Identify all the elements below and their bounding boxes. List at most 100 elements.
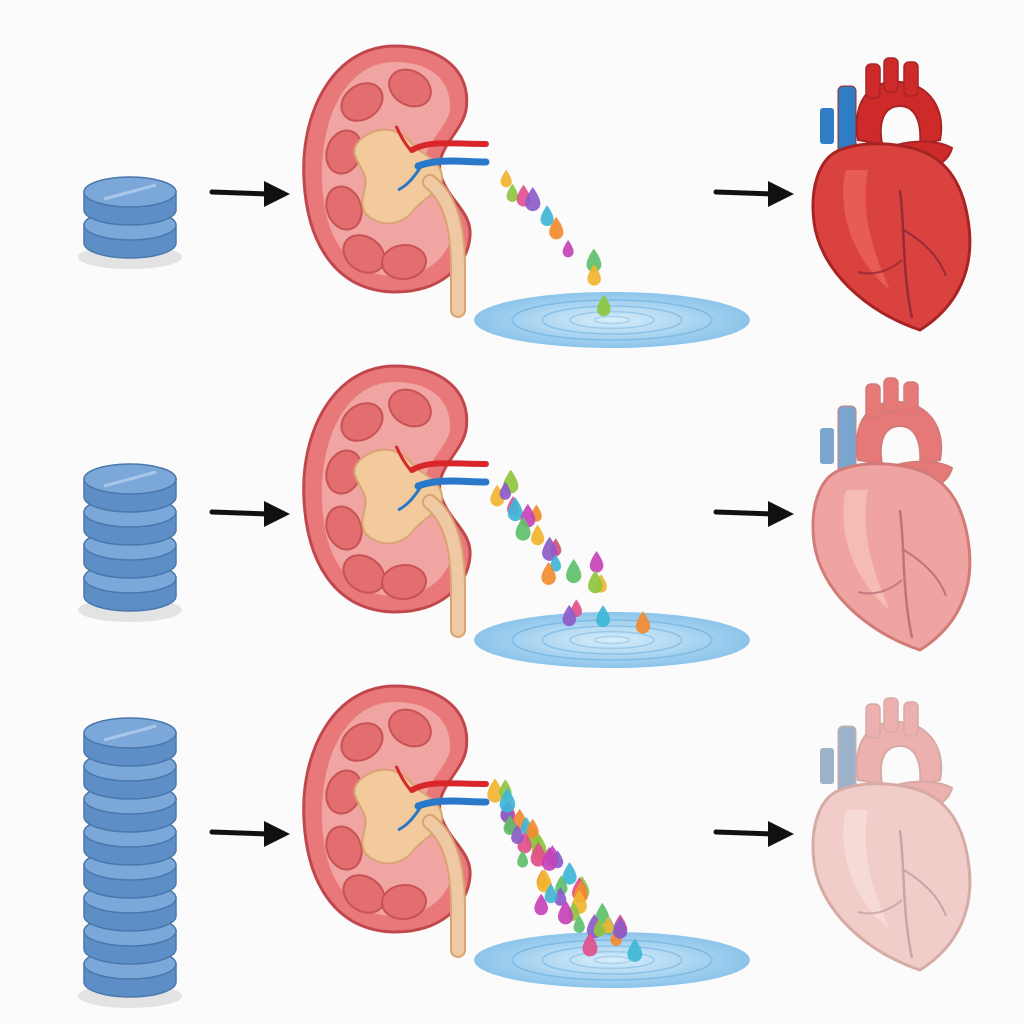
renal-vein xyxy=(414,797,490,810)
arrow-right-icon xyxy=(209,181,290,207)
arrow-shaft xyxy=(713,509,775,517)
droplet-icon xyxy=(596,605,610,628)
vein-branch xyxy=(397,167,422,192)
droplet-icon xyxy=(540,205,554,227)
droplet-icon xyxy=(525,186,541,212)
renal-pelvis xyxy=(353,128,444,225)
tablet xyxy=(83,463,177,513)
ripple xyxy=(511,299,713,341)
heart-icon xyxy=(811,57,972,332)
coronary-branch xyxy=(903,229,947,277)
vein-branch xyxy=(397,807,422,832)
droplet-stream xyxy=(500,169,611,317)
droplet-icon xyxy=(537,868,552,893)
coronary-branch xyxy=(903,869,947,917)
droplet-icon xyxy=(588,570,603,594)
droplet-icon xyxy=(534,893,548,916)
superior-vena-cava xyxy=(820,108,834,144)
droplet-icon xyxy=(587,264,601,286)
arrow-shaft xyxy=(713,189,775,197)
arrow-head xyxy=(768,501,794,527)
droplet-icon xyxy=(596,294,611,317)
artery-branch xyxy=(394,765,414,793)
arrow-head xyxy=(264,821,290,847)
renal-vein xyxy=(414,157,490,170)
coronary-vessel xyxy=(898,189,914,319)
coronary-vessel xyxy=(898,829,914,959)
droplet-icon xyxy=(500,169,512,188)
droplet-icon xyxy=(531,524,545,546)
kidney-pyramid xyxy=(325,185,363,231)
ripple xyxy=(541,305,683,335)
ripple xyxy=(569,630,655,650)
droplet-icon xyxy=(487,778,503,803)
kidney-pyramid xyxy=(381,243,427,281)
aortic-branch xyxy=(903,61,919,97)
droplet-icon xyxy=(613,916,628,939)
heart-icon xyxy=(811,377,972,652)
arrow-right-icon xyxy=(713,181,794,207)
heart-icon xyxy=(811,697,972,972)
ripple xyxy=(593,315,631,325)
diagram-rows xyxy=(78,44,972,1008)
aortic-branch xyxy=(903,381,919,417)
arrow-shaft xyxy=(713,829,775,837)
aortic-branch xyxy=(865,703,881,739)
ripple xyxy=(593,635,631,645)
kidney-pyramid xyxy=(388,708,432,748)
tablet-score-line xyxy=(103,470,157,488)
droplet-icon xyxy=(562,862,577,885)
kidney-pyramid xyxy=(325,505,363,551)
arrow-shaft xyxy=(209,509,271,517)
heart-body xyxy=(811,782,972,972)
tablet-score-line xyxy=(103,724,157,742)
arrow-head xyxy=(768,821,794,847)
heart-body xyxy=(811,462,972,652)
arrow-head xyxy=(264,501,290,527)
ripple xyxy=(541,625,683,655)
ureter xyxy=(424,496,464,636)
coronary-branch xyxy=(857,579,903,595)
arrow-head xyxy=(264,181,290,207)
superior-vena-cava xyxy=(820,428,834,464)
kidney-icon xyxy=(302,44,490,318)
arrow-shaft xyxy=(209,829,271,837)
kidney-pyramid xyxy=(340,82,384,122)
droplet-icon xyxy=(557,900,574,925)
kidney-pyramid xyxy=(381,883,427,921)
droplet-icon xyxy=(562,604,577,627)
renal-pelvis xyxy=(353,448,444,545)
droplet-stream xyxy=(490,469,651,634)
ripple xyxy=(511,619,713,661)
droplet-stream xyxy=(487,778,643,962)
heart-highlight xyxy=(843,170,890,290)
droplet-icon xyxy=(555,875,568,895)
diagram-row-2 xyxy=(78,364,972,668)
droplet-icon xyxy=(582,932,598,957)
arrow-right-icon xyxy=(713,821,794,847)
droplet-icon xyxy=(627,938,643,962)
aortic-branch xyxy=(865,383,881,419)
droplet-icon xyxy=(589,550,604,573)
droplet-icon xyxy=(499,787,516,813)
renal-vein xyxy=(414,477,490,490)
renal-artery xyxy=(409,140,489,153)
droplet-icon xyxy=(499,481,511,500)
ripple xyxy=(569,950,655,970)
aortic-branch xyxy=(865,63,881,99)
droplet-icon xyxy=(593,918,606,937)
kidney-pyramid xyxy=(325,825,363,871)
renal-pelvis xyxy=(353,768,444,865)
kidney-pyramid xyxy=(388,68,432,108)
diagram-row-3 xyxy=(78,684,972,1008)
aortic-branch xyxy=(883,377,899,413)
droplet-icon xyxy=(541,846,557,871)
ureter xyxy=(424,816,464,956)
droplet-icon xyxy=(562,239,574,258)
water-pool-icon xyxy=(474,292,750,348)
artery-branch xyxy=(394,445,414,473)
renal-artery xyxy=(409,780,489,793)
droplet-icon xyxy=(550,554,562,572)
droplet-icon xyxy=(515,516,531,541)
